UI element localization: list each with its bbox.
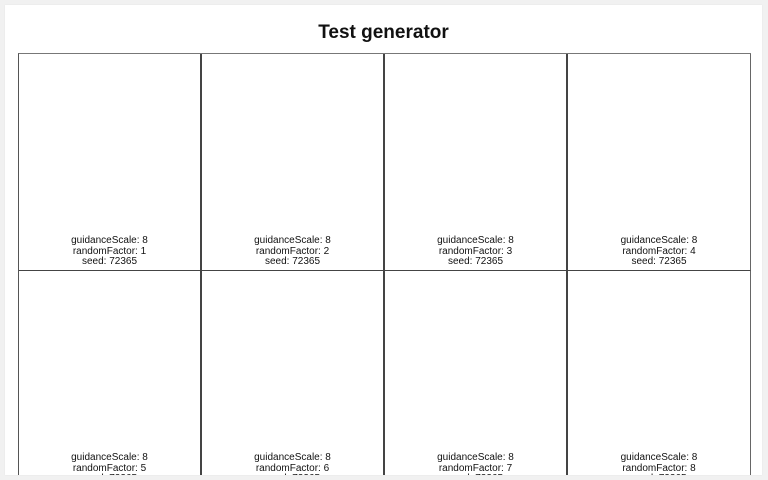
caption-randomfactor: randomFactor: 6 <box>255 462 330 474</box>
caption-randomfactor: randomFactor: 1 <box>72 245 147 257</box>
caption-guidancescale: guidanceScale: 8 <box>620 451 698 463</box>
caption-guidancescale: guidanceScale: 8 <box>620 234 698 246</box>
caption-guidancescale: guidanceScale: 8 <box>437 234 514 246</box>
caption-randomfactor: randomFactor: 7 <box>438 462 513 474</box>
caption-randomfactor: randomFactor: 2 <box>255 245 330 257</box>
caption-randomfactor: randomFactor: 8 <box>622 462 696 474</box>
caption-seed: seed: 72365 <box>202 474 383 475</box>
page-title: Test generator <box>318 22 449 43</box>
caption-seed: seed: 72365 <box>264 256 321 268</box>
caption-seed: seed: 72365 <box>447 256 504 268</box>
caption-guidancescale: guidanceScale: 8 <box>71 451 148 463</box>
caption-seed: seed: 72365 <box>81 256 138 268</box>
caption-guidancescale: guidanceScale: 8 <box>254 451 331 463</box>
caption-guidancescale: guidanceScale: 8 <box>254 234 331 246</box>
caption-guidancescale: guidanceScale: 8 <box>71 234 148 246</box>
caption-randomfactor: randomFactor: 4 <box>622 245 696 257</box>
caption-randomfactor: randomFactor: 5 <box>72 462 147 474</box>
caption-seed: seed: 72365 <box>19 474 200 475</box>
caption-seed: seed: 72365 <box>631 256 687 268</box>
caption-randomfactor: randomFactor: 3 <box>438 245 513 257</box>
caption-seed: seed: 72365 <box>568 474 750 475</box>
caption-guidancescale: guidanceScale: 8 <box>437 451 514 463</box>
caption-seed: seed: 72365 <box>385 474 566 475</box>
